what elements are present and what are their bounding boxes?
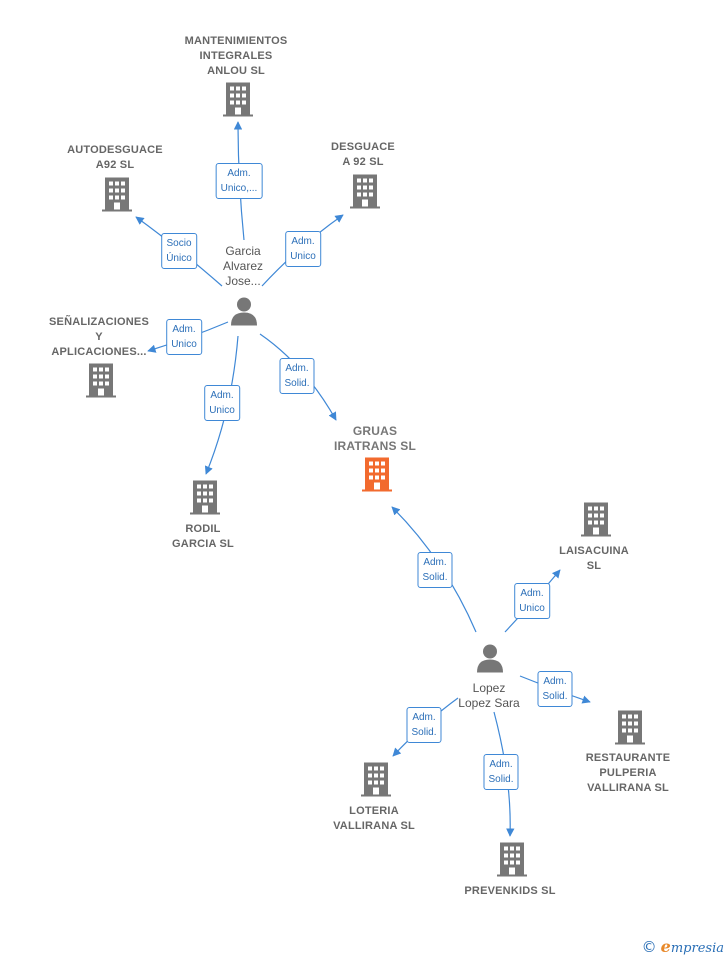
role-badge[interactable]: Adm. Unico xyxy=(285,231,321,267)
role-badge[interactable]: Adm. Unico,... xyxy=(215,163,263,199)
brand-logo-initial: e xyxy=(660,937,671,956)
building-icon[interactable] xyxy=(361,762,391,802)
person-icon[interactable] xyxy=(229,296,259,331)
person-label-garcia[interactable]: Garcia Alvarez Jose... xyxy=(222,244,264,288)
building-icon[interactable] xyxy=(362,457,392,497)
role-badge[interactable]: Adm. Solid. xyxy=(483,754,519,790)
building-icon[interactable] xyxy=(102,177,132,217)
role-badge[interactable]: Adm. Unico xyxy=(166,319,202,355)
building-icon[interactable] xyxy=(350,174,380,214)
role-badge[interactable]: Adm. Unico xyxy=(514,583,550,619)
role-badge[interactable]: Adm. Solid. xyxy=(279,358,315,394)
company-label-rodil[interactable]: RODIL GARCIA SL xyxy=(172,523,234,550)
building-icon[interactable] xyxy=(86,363,116,403)
role-badge[interactable]: Socio Único xyxy=(161,233,197,269)
company-label-prevenkids[interactable]: PREVENKIDS SL xyxy=(464,885,556,897)
person-icon[interactable] xyxy=(475,643,505,678)
building-icon[interactable] xyxy=(497,842,527,882)
building-icon[interactable] xyxy=(615,710,645,750)
building-icon[interactable] xyxy=(223,82,253,122)
copyright-icon: © xyxy=(641,938,657,956)
building-icon[interactable] xyxy=(190,480,220,520)
company-label-autodesguace[interactable]: AUTODESGUACE A92 SL xyxy=(67,144,163,171)
brand-footer[interactable]: ©empresia xyxy=(642,937,724,956)
company-label-desguace[interactable]: DESGUACE A 92 SL xyxy=(331,141,395,168)
company-label-senalizaciones[interactable]: SEÑALIZACIONES Y APLICACIONES... xyxy=(49,316,149,358)
company-label-laisacuina[interactable]: LAISACUINA SL xyxy=(559,545,629,572)
brand-logo-text: mpresia xyxy=(670,941,724,956)
building-icon[interactable] xyxy=(581,502,611,542)
person-label-lopez[interactable]: Lopez Lopez Sara xyxy=(458,681,520,710)
role-badge[interactable]: Adm. Solid. xyxy=(417,552,453,588)
company-label-loteria[interactable]: LOTERIA VALLIRANA SL xyxy=(333,805,415,832)
role-badge[interactable]: Adm. Unico xyxy=(204,385,240,421)
role-badge[interactable]: Adm. Solid. xyxy=(537,671,573,707)
company-label-restaurante[interactable]: RESTAURANTE PULPERIA VALLIRANA SL xyxy=(585,752,671,794)
role-badge[interactable]: Adm. Solid. xyxy=(406,707,442,743)
company-label-mantenimientos[interactable]: MANTENIMIENTOS INTEGRALES ANLOU SL xyxy=(184,35,288,77)
company-label-gruas[interactable]: GRUAS IRATRANS SL xyxy=(334,424,416,453)
